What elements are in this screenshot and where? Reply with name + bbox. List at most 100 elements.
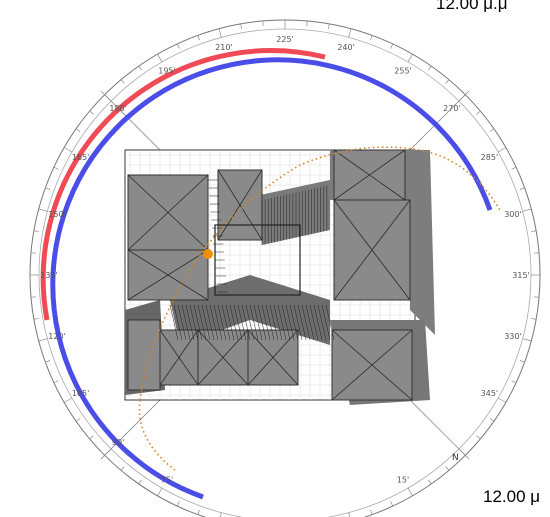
bearing-label: 15' xyxy=(397,475,409,484)
compass-tick xyxy=(53,380,59,384)
hatch-line xyxy=(197,304,207,341)
compass-tick xyxy=(75,418,81,422)
compass-tick xyxy=(370,509,373,515)
compass-tick xyxy=(218,28,222,38)
hatch-line xyxy=(253,304,263,341)
bearing-label: 135' xyxy=(40,271,57,280)
hatch-line xyxy=(297,304,307,341)
hatch-line xyxy=(305,304,315,341)
bearing-label: 330' xyxy=(504,332,521,341)
sun-track-tail xyxy=(138,399,176,471)
compass-tick xyxy=(120,79,125,84)
hatch-line xyxy=(173,304,183,341)
hatch-line xyxy=(169,304,179,341)
hatch-line xyxy=(317,304,327,341)
bearing-label: 90' xyxy=(112,438,124,447)
compass-tick xyxy=(157,53,163,63)
compass-tick xyxy=(63,147,73,153)
compass-tick xyxy=(138,65,142,71)
compass-tick xyxy=(138,479,142,485)
hatch-line xyxy=(241,304,251,341)
hatch-line xyxy=(185,304,195,341)
bearing-label: 105' xyxy=(72,389,89,398)
bearing-label: 270' xyxy=(443,104,460,113)
hatch-line xyxy=(281,304,291,341)
sun-path-winter xyxy=(50,57,493,500)
compass-tick xyxy=(476,435,481,440)
bearing-label: 120' xyxy=(48,332,65,341)
hatch-line xyxy=(229,304,239,341)
hatch-line xyxy=(209,304,219,341)
compass-tick xyxy=(33,230,39,232)
hatch-line xyxy=(313,304,323,341)
hatch-line xyxy=(193,304,203,341)
compass-tick xyxy=(476,110,481,115)
building-model xyxy=(124,149,435,405)
hatch-line xyxy=(321,304,331,341)
compass-tick xyxy=(89,110,94,115)
current-sun-track xyxy=(139,146,501,401)
bearing-label: 150' xyxy=(48,210,65,219)
hatch-line xyxy=(181,304,191,341)
compass-tick xyxy=(197,35,200,41)
compass-tick xyxy=(53,166,59,170)
time-label-bottom: 12.00 μ xyxy=(483,487,541,506)
compass-tick xyxy=(522,338,532,342)
time-label-top: 12.00 μ.μ xyxy=(436,0,508,13)
compass-tick xyxy=(370,35,373,41)
bearing-label: 165' xyxy=(72,153,89,162)
compass-tick xyxy=(428,65,432,71)
bearing-label: 300' xyxy=(504,210,521,219)
bearing-label: 345' xyxy=(481,389,498,398)
hatch-line xyxy=(325,304,335,341)
bearing-label: 240' xyxy=(337,43,354,52)
compass-tick xyxy=(531,318,537,320)
compass-tick xyxy=(445,79,450,84)
hatch-line xyxy=(261,304,271,341)
roof-hatching xyxy=(169,179,335,341)
roof-sw-a xyxy=(127,319,161,391)
hatch-line xyxy=(309,304,319,341)
compass-tick xyxy=(407,53,413,63)
hatch-line xyxy=(285,304,295,341)
compass-tick xyxy=(531,230,537,232)
compass-tick xyxy=(519,360,525,363)
compass-tick xyxy=(522,208,532,212)
compass-tick xyxy=(328,23,330,29)
compass-tick xyxy=(75,128,81,132)
hatch-line xyxy=(217,304,227,341)
compass-tick xyxy=(38,208,48,212)
hatch-line xyxy=(269,304,279,341)
sun-position-marker[interactable] xyxy=(203,249,213,259)
sun-path-summer xyxy=(40,48,326,321)
hatch-line xyxy=(233,304,243,341)
compass-tick xyxy=(176,43,180,49)
compass-tick xyxy=(176,501,180,507)
hatch-line xyxy=(237,304,247,341)
compass-tick xyxy=(489,418,495,422)
compass-tick xyxy=(157,487,163,497)
compass-tick xyxy=(348,28,352,38)
hatch-line xyxy=(221,304,231,341)
compass-tick xyxy=(45,187,51,190)
hatch-line xyxy=(257,304,267,341)
compass-bearing-labels: 15'75'90'105'120'135'150'165'180'195'210… xyxy=(40,35,529,484)
compass-tick xyxy=(348,512,351,517)
compass-tick xyxy=(428,479,432,485)
bearing-label: 180' xyxy=(109,104,126,113)
compass-tick xyxy=(63,397,73,403)
compass-tick xyxy=(390,501,394,507)
compass-tick xyxy=(38,338,48,342)
compass-tick xyxy=(219,512,222,517)
hatch-line xyxy=(273,304,283,341)
north-label: N xyxy=(452,453,459,463)
hatch-line xyxy=(293,304,303,341)
bearing-label: 255' xyxy=(394,67,411,76)
compass-tick xyxy=(407,487,413,497)
compass-tick xyxy=(519,187,525,190)
hatch-line xyxy=(277,304,287,341)
compass-tick xyxy=(197,509,200,515)
hatch-line xyxy=(245,304,255,341)
bearing-label: 210' xyxy=(215,43,232,52)
